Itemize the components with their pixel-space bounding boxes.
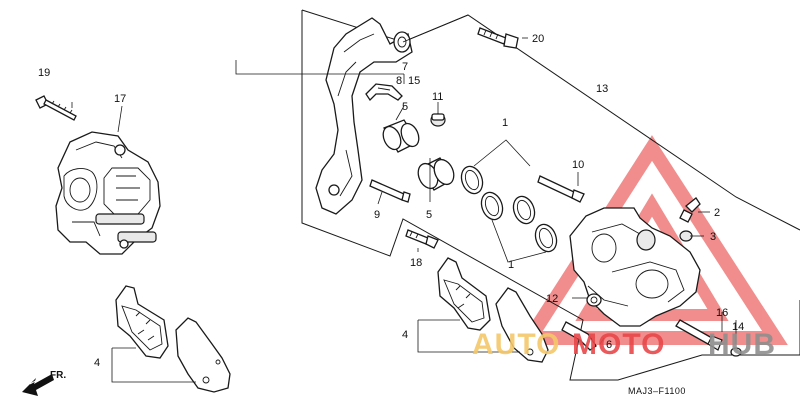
callout-9: 9 [374,209,380,221]
callout-16: 16 [716,307,728,319]
brake-pads-right [437,257,549,363]
exploded-boundary [301,9,800,381]
leader-lines [71,14,737,383]
piston-upper-5 [382,119,420,153]
pad-spring-6 [561,321,597,351]
callout-11: 11 [432,91,443,103]
bolt-12 [586,293,602,307]
callout-1b: 1 [508,259,514,271]
callout-7: 7 [402,61,408,73]
piston-lower-5 [417,157,455,191]
callout-12: 12 [546,293,558,305]
diagram-code: MAJ3–F1100 [628,386,686,396]
caliper-bracket [315,17,413,215]
callout-19: 19 [38,67,50,79]
callout-14: 14 [732,321,744,333]
callout-4a: 4 [94,357,100,369]
callout-1a: 1 [502,117,508,129]
bolt-18 [405,229,439,249]
cap-11 [430,113,446,127]
callout-17: 17 [114,93,126,105]
assembled-caliper-17 [55,131,161,255]
watermark-text-a: AUTO [472,328,560,361]
callout-20: 20 [532,33,544,45]
callout-5b: 5 [426,209,432,221]
direction-label: FR. [50,370,66,381]
callout-3: 3 [710,231,716,243]
callout-labels: 20 7 8 15 13 5 11 1 10 9 5 2 3 18 1 12 1… [38,33,744,369]
pin-10 [537,175,585,203]
brake-pads-left [115,285,231,393]
direction-arrow [22,373,54,396]
callout-6: 6 [606,339,612,351]
callout-8: 8 [396,75,402,87]
bleeder-2 [679,197,701,223]
callout-5a: 5 [402,101,408,113]
callout-18: 18 [410,257,422,269]
pin-9 [369,179,411,203]
callout-2: 2 [714,207,720,219]
watermark-text-b: MOTO [572,328,665,361]
seal-set-1 [460,165,558,253]
bolt-20 [477,27,519,49]
callout-13: 13 [596,83,608,95]
pin-14 [675,319,742,357]
watermark-text: AUTO MOTO HUB [472,328,776,361]
bolt-19 [35,95,77,121]
callout-10: 10 [572,159,584,171]
watermark-text-c: HUB [708,328,776,361]
pad-retainer-8 [365,83,403,102]
callout-4b: 4 [402,329,408,341]
callout-15: 15 [408,75,420,87]
